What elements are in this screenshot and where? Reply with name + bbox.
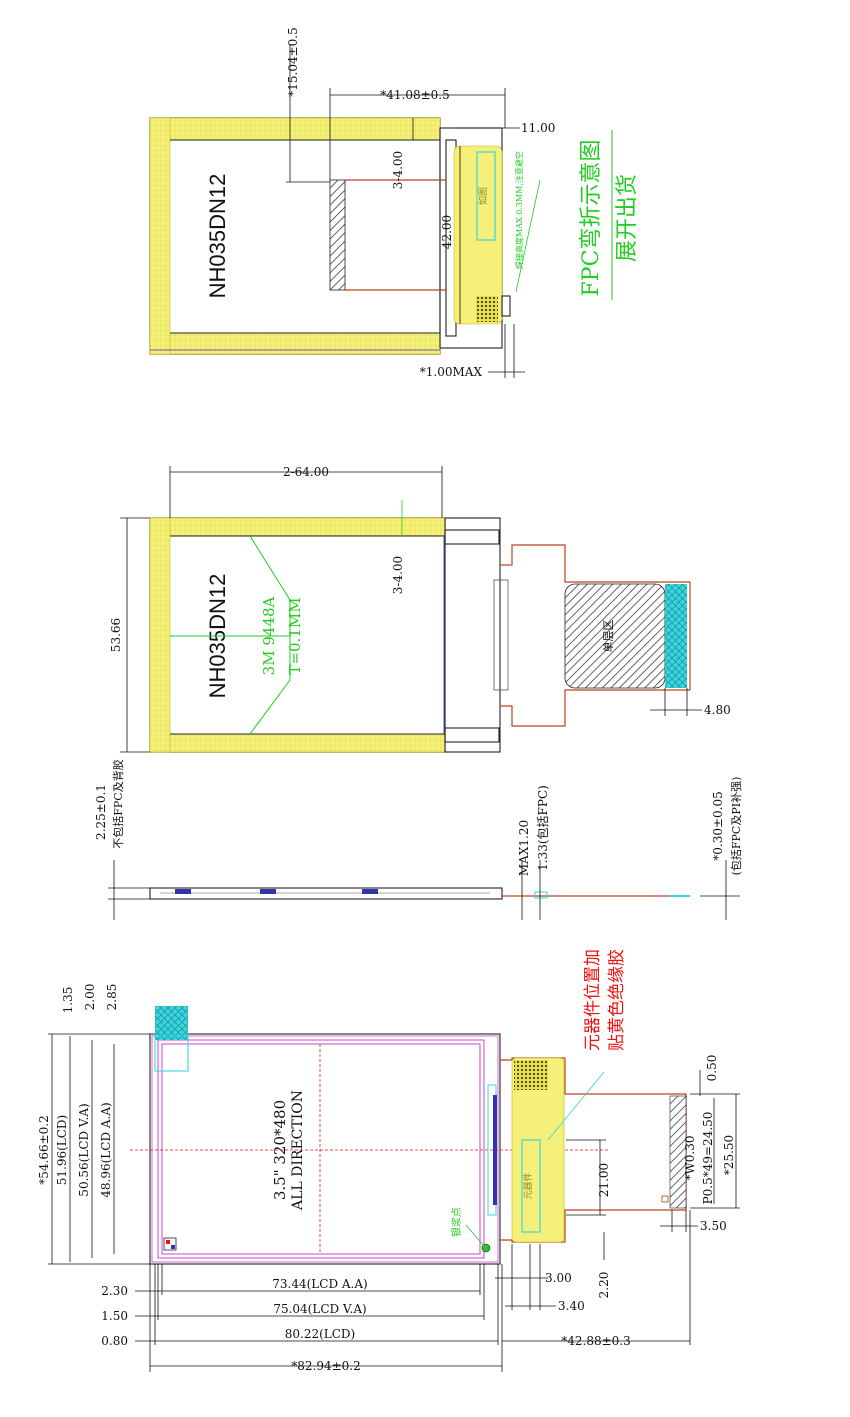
dim-300: 3.00 [545, 1271, 572, 1285]
front-view: 单层区 NH035DN12 3M 9448A T=0.1MM 2-64.00 5… [109, 465, 731, 753]
bottom-stiffener [511, 1057, 565, 1243]
dim-8022: 80.22(LCD) [285, 1327, 356, 1341]
dim-5466: *54.66±0.2 [37, 1115, 51, 1185]
lcd-viewing-area [157, 1039, 485, 1259]
fold-yellow-left [149, 117, 171, 355]
side-dim-2-25: 2.25±0.1 [94, 784, 108, 840]
dim-7504: 75.04(LCD V.A) [273, 1302, 366, 1316]
dim-230: 2.30 [101, 1284, 128, 1298]
front-yellow-bottom [149, 733, 446, 753]
bottom-component-label: 元器件 [522, 1172, 534, 1199]
dim-285: 2.85 [105, 984, 119, 1011]
fold-dim-1max: *1.00MAX [420, 365, 483, 379]
front-dim-2-64: 2-64.00 [283, 465, 329, 479]
fold-component-area [476, 151, 496, 241]
fold-view: 如图 焊接高度MAX 0.3MM,注意避空 NH035DN12 *15.04±0… [149, 27, 640, 379]
cyan-corner-block [155, 1006, 188, 1040]
side-dim-133: 1.33(包括FPC) [535, 785, 550, 871]
dim-080: 0.80 [101, 1334, 128, 1348]
dim-4288: *42.88±0.3 [561, 1334, 631, 1348]
side-dim-max120: MAX1.20 [517, 820, 531, 876]
dim-5056: 50.56(LCD V.A) [77, 1103, 91, 1196]
fold-dim-15: *15.04±0.5 [286, 27, 300, 97]
front-yellow-top [149, 517, 446, 537]
dim-200: 2.00 [83, 984, 97, 1011]
dim-8294: *82.94±0.2 [291, 1359, 361, 1373]
fold-note-bend: FPC弯折示意图 [579, 140, 604, 297]
dim-2100: 21.00 [597, 1163, 611, 1197]
gold-fingers [669, 1095, 687, 1209]
front-tape-name: 3M 9448A [260, 596, 278, 675]
fold-dotted-ic [476, 296, 498, 322]
bottom-dotted-ic [514, 1060, 548, 1090]
bottom-component-area [521, 1139, 541, 1233]
fold-dim-42: 42.00 [440, 215, 454, 249]
fold-dim-11: 11.00 [521, 121, 555, 135]
dim-2550: *25.50 [722, 1135, 736, 1175]
dim-340: 3.40 [558, 1299, 585, 1313]
fold-stiffener-note: 焊接高度MAX 0.3MM,注意避空 [514, 151, 524, 269]
display-direction: ALL DIRECTION [290, 1090, 306, 1211]
fold-dim-3-4: 3-4.00 [391, 151, 405, 189]
front-single-layer-label: 单层区 [602, 620, 615, 653]
front-pi-stiffener [665, 584, 687, 688]
fold-note-ship: 展开出货 [615, 174, 640, 262]
fold-model-text: NH035DN12 [205, 174, 230, 299]
side-module-outline [149, 887, 503, 900]
bottom-view: 3.5" 320*480 ALL DIRECTION 银浆点 元器件 元器件位置… [37, 949, 740, 1373]
dim-350: 3.50 [700, 1219, 727, 1233]
fold-dim-41: *41.08±0.5 [380, 88, 450, 102]
side-view: 2.25±0.1 不包括FPC及背胶 MAX1.20 1.33(包括FPC) *… [94, 759, 743, 920]
fold-yellow-top [149, 117, 441, 141]
dim-5196: 51.96(LCD) [55, 1115, 69, 1186]
dim-135: 1.35 [61, 987, 75, 1014]
note-tape: 贴黄色绝缘胶 [607, 949, 627, 1051]
dim-150: 1.50 [101, 1309, 128, 1323]
silver-point-label: 银浆点 [450, 1207, 463, 1237]
front-dim-4-80: 4.80 [704, 703, 731, 717]
dim-pitch: P0.5*49=24.50 [701, 1112, 715, 1205]
front-single-layer [564, 583, 666, 689]
fold-stiffener [453, 145, 503, 325]
side-note-030: (包括FPC及PI补强) [729, 777, 743, 876]
side-note-excl: 不包括FPC及背胶 [111, 759, 125, 848]
display-size: 3.5" 320*480 [271, 1100, 289, 1200]
front-dim-53-66: 53.66 [109, 618, 123, 652]
dim-7344: 73.44(LCD A.A) [272, 1277, 367, 1291]
dim-220: 2.20 [597, 1272, 611, 1299]
dim-050: 0.50 [705, 1055, 719, 1082]
dim-4896: 48.96(LCD A.A) [99, 1102, 113, 1197]
front-yellow-left [149, 517, 171, 753]
front-tape-thickness: T=0.1MM [286, 597, 304, 674]
lcd-active-area [161, 1043, 481, 1255]
lcd-outline [149, 1033, 501, 1265]
front-fpc-tail [500, 544, 691, 727]
dim-w030: *W0.30 [683, 1135, 697, 1180]
side-dim-030: *0.30±0.05 [711, 791, 725, 861]
fold-connector [329, 179, 346, 291]
fold-component-label: 如图 [477, 187, 489, 205]
fold-fpc-path [345, 179, 446, 291]
fold-yellow-bottom [149, 332, 441, 355]
front-dim-3-4: 3-4.00 [391, 556, 405, 594]
front-bezel [444, 517, 501, 753]
note-component: 元器件位置加 [583, 949, 603, 1051]
